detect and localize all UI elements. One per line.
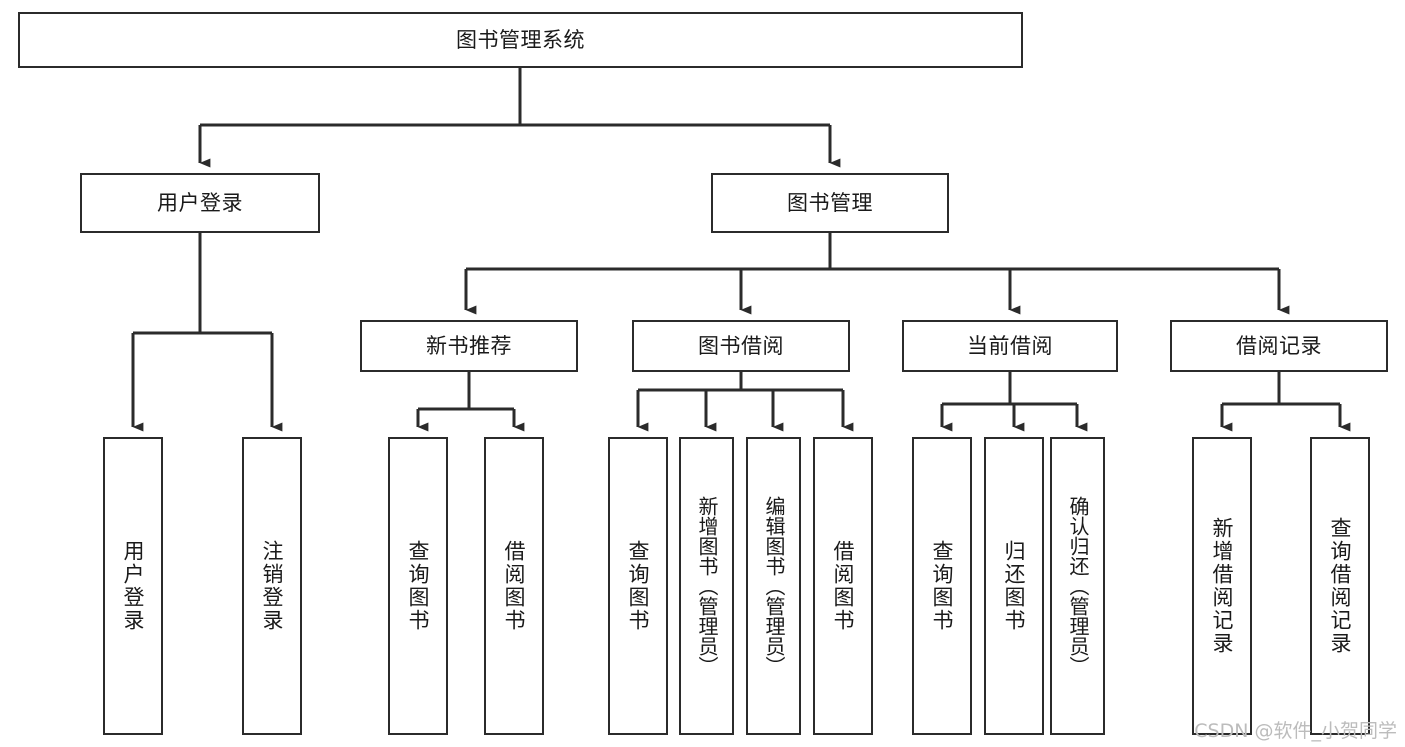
edge-newbookrec-to-leaves — [416, 372, 525, 432]
node-leaf-query-book-1-label: 查询图书 — [406, 540, 431, 632]
node-leaf-query-borrow-record-label: 查询借阅记录 — [1328, 517, 1353, 655]
node-leaf-confirm-return[interactable]: 确认归还（管理员） — [1050, 437, 1105, 735]
node-current-borrow-label: 当前借阅 — [967, 333, 1053, 358]
edge-userlogin-to-leaves — [131, 233, 283, 432]
node-root[interactable]: 图书管理系统 — [18, 12, 1023, 68]
node-leaf-borrow-book-2[interactable]: 借阅图书 — [813, 437, 873, 735]
node-leaf-user-login[interactable]: 用户登录 — [103, 437, 163, 735]
node-new-book-recommend[interactable]: 新书推荐 — [360, 320, 578, 372]
node-leaf-return-book-label: 归还图书 — [1002, 540, 1027, 632]
node-leaf-query-book-3[interactable]: 查询图书 — [912, 437, 972, 735]
node-leaf-add-borrow-record-label: 新增借阅记录 — [1210, 517, 1235, 655]
edge-borrowrecord-to-leaves — [1220, 372, 1351, 432]
node-leaf-query-book-3-label: 查询图书 — [930, 540, 955, 632]
node-book-borrow[interactable]: 图书借阅 — [632, 320, 850, 372]
node-leaf-logout-label: 注销登录 — [260, 540, 285, 632]
node-leaf-borrow-book-1[interactable]: 借阅图书 — [484, 437, 544, 735]
node-leaf-borrow-book-1-label: 借阅图书 — [502, 540, 527, 632]
node-user-login[interactable]: 用户登录 — [80, 173, 320, 233]
node-leaf-user-login-label: 用户登录 — [121, 540, 146, 632]
edge-bookborrow-to-leaves — [636, 372, 854, 432]
node-book-management-label: 图书管理 — [787, 190, 873, 215]
node-leaf-add-borrow-record[interactable]: 新增借阅记录 — [1192, 437, 1252, 735]
node-current-borrow[interactable]: 当前借阅 — [902, 320, 1118, 372]
node-leaf-add-book[interactable]: 新增图书（管理员） — [679, 437, 734, 735]
node-leaf-query-book-2-label: 查询图书 — [626, 540, 651, 632]
node-book-borrow-label: 图书借阅 — [698, 333, 784, 358]
edge-bookmgmt-to-level3 — [464, 233, 1290, 315]
node-leaf-edit-book-label: 编辑图书（管理员） — [762, 496, 786, 676]
node-leaf-query-book-2[interactable]: 查询图书 — [608, 437, 668, 735]
node-borrow-record[interactable]: 借阅记录 — [1170, 320, 1388, 372]
node-leaf-add-book-label: 新增图书（管理员） — [695, 496, 719, 676]
node-new-book-recommend-label: 新书推荐 — [426, 333, 512, 358]
edge-currentborrow-to-leaves — [940, 372, 1088, 432]
node-leaf-query-book-1[interactable]: 查询图书 — [388, 437, 448, 735]
node-leaf-logout[interactable]: 注销登录 — [242, 437, 302, 735]
node-book-management[interactable]: 图书管理 — [711, 173, 949, 233]
node-root-label: 图书管理系统 — [456, 27, 585, 52]
node-borrow-record-label: 借阅记录 — [1236, 333, 1322, 358]
node-leaf-return-book[interactable]: 归还图书 — [984, 437, 1044, 735]
node-leaf-query-borrow-record[interactable]: 查询借阅记录 — [1310, 437, 1370, 735]
node-leaf-borrow-book-2-label: 借阅图书 — [831, 540, 856, 632]
node-user-login-label: 用户登录 — [157, 190, 243, 215]
node-leaf-edit-book[interactable]: 编辑图书（管理员） — [746, 437, 801, 735]
node-leaf-confirm-return-label: 确认归还（管理员） — [1066, 496, 1090, 676]
edge-root-to-level2 — [198, 68, 841, 168]
